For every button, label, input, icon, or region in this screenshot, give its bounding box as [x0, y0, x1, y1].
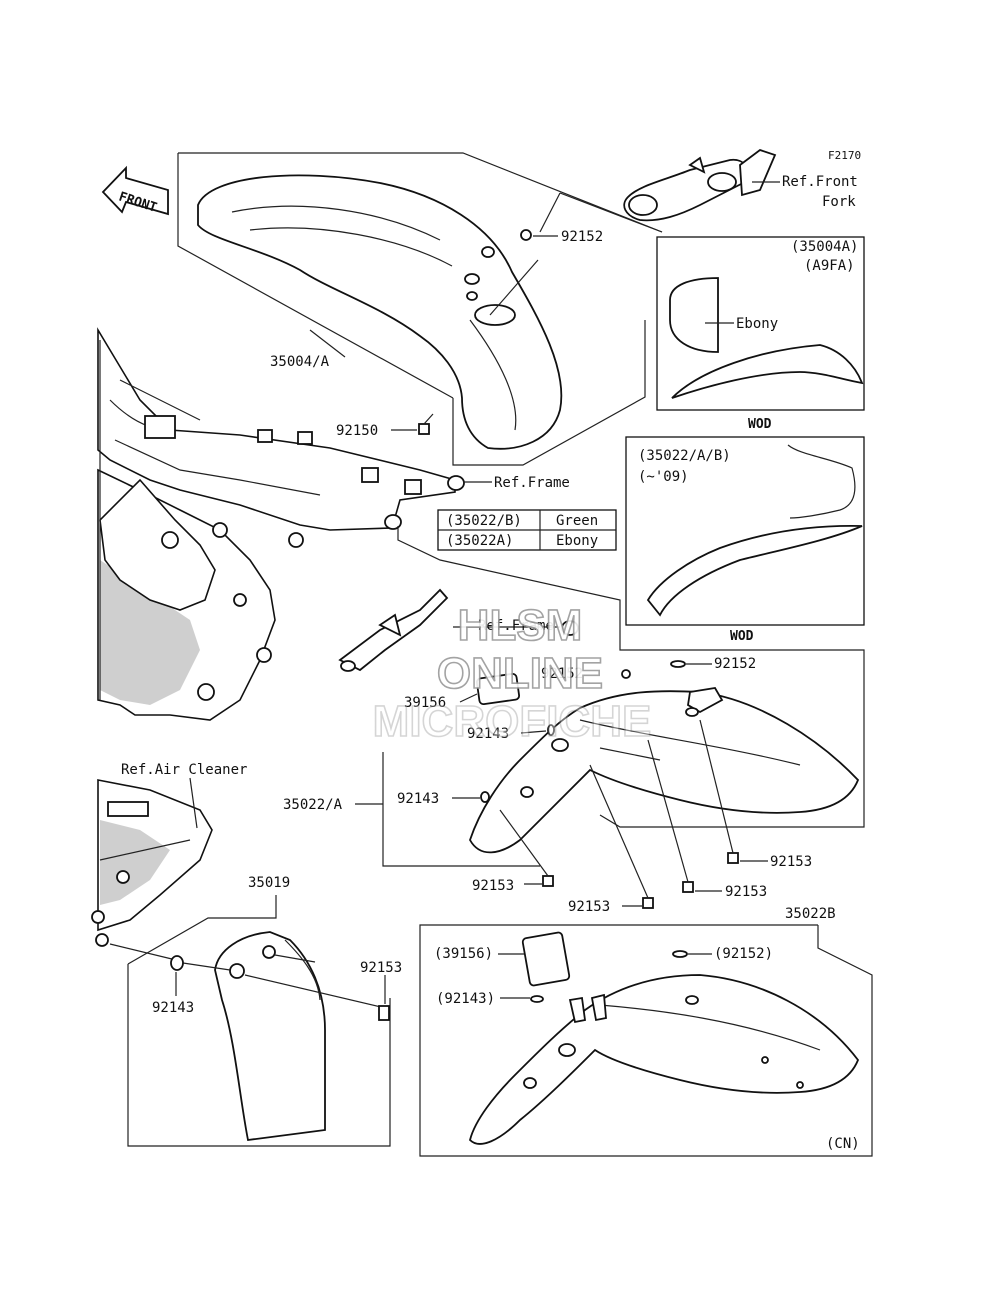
collar-92143-b-icon — [480, 791, 490, 803]
fender-flap-part — [214, 931, 326, 1142]
label-92143-b: 92143 — [397, 791, 439, 807]
grommet-92152-mid-icon — [621, 669, 631, 679]
inset-cn-pad: (39156) — [434, 946, 493, 962]
inset-35022-box — [625, 436, 865, 626]
watermark-line1: HLSM — [458, 601, 583, 650]
label-35004: 35004/A — [270, 354, 330, 370]
label-35022a: 35022/A — [283, 797, 343, 813]
label-92153-c: 92153 — [725, 884, 767, 900]
label-92143-a: 92143 — [467, 726, 509, 742]
label-35022b: 35022B — [785, 906, 836, 922]
bolt-92153-a-icon — [542, 875, 554, 887]
inset-35004a-color: Ebony — [736, 316, 778, 332]
grommet-92152-icon — [520, 229, 532, 241]
front-arrow-icon: FRONT — [101, 165, 169, 216]
label-92152-mid: 92152 — [541, 666, 583, 682]
inset-cn-box — [419, 924, 873, 1157]
bolt-92153-c-icon — [682, 881, 694, 893]
label-39156: 39156 — [404, 695, 446, 711]
fender-mount-hole — [474, 304, 516, 326]
inset-35004a-caption: WOD — [748, 417, 772, 432]
bolt-92153-b-icon — [642, 897, 654, 909]
grommet-92152-right-icon — [670, 660, 686, 668]
front-fender-part — [197, 174, 563, 450]
front-fender-group — [177, 152, 663, 466]
label-92153-a: 92153 — [472, 878, 514, 894]
inset-35022-code1: (35022/A/B) — [638, 448, 731, 464]
collar-92143-flap-icon — [170, 955, 184, 971]
ref-front-fork-line1: Ref.Front — [782, 174, 858, 190]
watermark: HLSM ONLINE MICROFICHE — [372, 600, 652, 747]
pad-39156-icon — [476, 672, 520, 706]
watermark-line3: MICROFICHE — [373, 697, 652, 746]
inset-35004a-code2: (A9FA) — [804, 258, 855, 274]
figure-code: F2170 — [828, 149, 861, 162]
inset-35022-caption: WOD — [730, 629, 754, 644]
label-92153-flap: 92153 — [360, 960, 402, 976]
label-92152-top: 92152 — [561, 229, 603, 245]
label-92152-right: 92152 — [714, 656, 756, 672]
color-table-color-1: Green — [556, 513, 598, 529]
collar-92143-cn-icon — [530, 995, 544, 1003]
inset-35004a-fender — [671, 344, 864, 399]
watermark-line2: ONLINE — [437, 649, 603, 698]
color-table-color-2: Ebony — [556, 533, 598, 549]
inset-cn-collar: (92143) — [436, 991, 495, 1007]
label-92153-b: 92153 — [568, 899, 610, 915]
color-table-code-2: (35022A) — [446, 533, 513, 549]
bolt-92150-icon — [418, 413, 434, 435]
rear-fender-cn-part — [469, 974, 860, 1145]
front-fork-bracket — [623, 148, 780, 222]
grommet-92152-cn-icon — [672, 950, 688, 958]
color-table: (35022/B) Green (35022A) Ebony — [437, 509, 617, 551]
air-cleaner-part — [91, 779, 213, 947]
rear-fender-part — [469, 687, 860, 854]
label-35019: 35019 — [248, 875, 290, 891]
color-table-code-1: (35022/B) — [446, 513, 522, 529]
ref-air-cleaner: Ref.Air Cleaner — [121, 762, 247, 778]
frame-part — [97, 327, 465, 721]
inset-35022-fender — [646, 524, 863, 617]
label-92143-flap: 92143 — [152, 1000, 194, 1016]
inset-cn-caption: (CN) — [826, 1136, 860, 1152]
inset-35022-code2: (~'09) — [638, 469, 689, 485]
label-92150: 92150 — [336, 423, 378, 439]
color-swatch-ebony — [669, 277, 719, 353]
ref-frame-2: Ref.Frame — [478, 618, 554, 634]
ref-front-fork-line2: Fork — [822, 194, 856, 210]
bolt-92153-d-icon — [727, 852, 739, 864]
ref-frame-1: Ref.Frame — [494, 475, 570, 491]
inset-35004a-code1: (35004A) — [791, 239, 858, 255]
inset-cn-grommet: (92152) — [714, 946, 773, 962]
fender-bracket — [338, 588, 579, 672]
inset-35004a-box — [656, 236, 865, 411]
collar-92143-a-icon — [547, 724, 555, 736]
inset-35022-fender-top — [787, 444, 856, 519]
pad-39156-cn-icon — [521, 931, 571, 987]
label-92153-d: 92153 — [770, 854, 812, 870]
bolt-92153-flap-icon — [378, 1005, 390, 1021]
